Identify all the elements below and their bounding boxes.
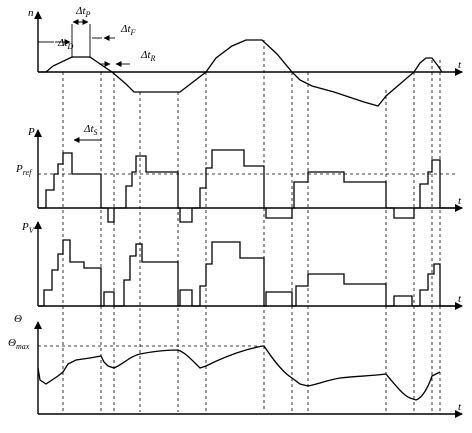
dtd-label: ΔtD [57,37,74,51]
pv-t-label: t [458,293,462,305]
speed-curve [38,39,443,107]
dtf-label: ΔtF [120,23,136,37]
dtr-label: ΔtR [140,49,156,63]
temperature-curve [37,345,441,401]
speed-panel: n t ΔtP ΔtD ΔtF ΔtR [28,5,463,107]
theta-max-label: Θmax [8,337,30,351]
n-t-label: t [458,59,462,71]
power-panel: P t Pref ΔtS [15,123,463,223]
dts-label: ΔtS [83,123,98,137]
dtp-label: ΔtP [75,5,91,19]
power-curve [38,149,458,223]
loss-power-curve [38,239,458,307]
temperature-panel: Θ t Θmax [8,313,463,418]
theta-t-label: t [458,401,462,413]
theta-axis-label: Θ [14,313,22,325]
p-axis-label: P [27,126,35,138]
time-marker-lines [62,40,441,412]
n-axis-label: n [28,7,34,19]
pv-axis-label: PV [21,221,35,235]
loss-power-panel: PV t [21,221,463,310]
pref-label: Pref [15,163,33,177]
p-t-label: t [458,195,462,207]
interval-dimensions [38,19,130,67]
